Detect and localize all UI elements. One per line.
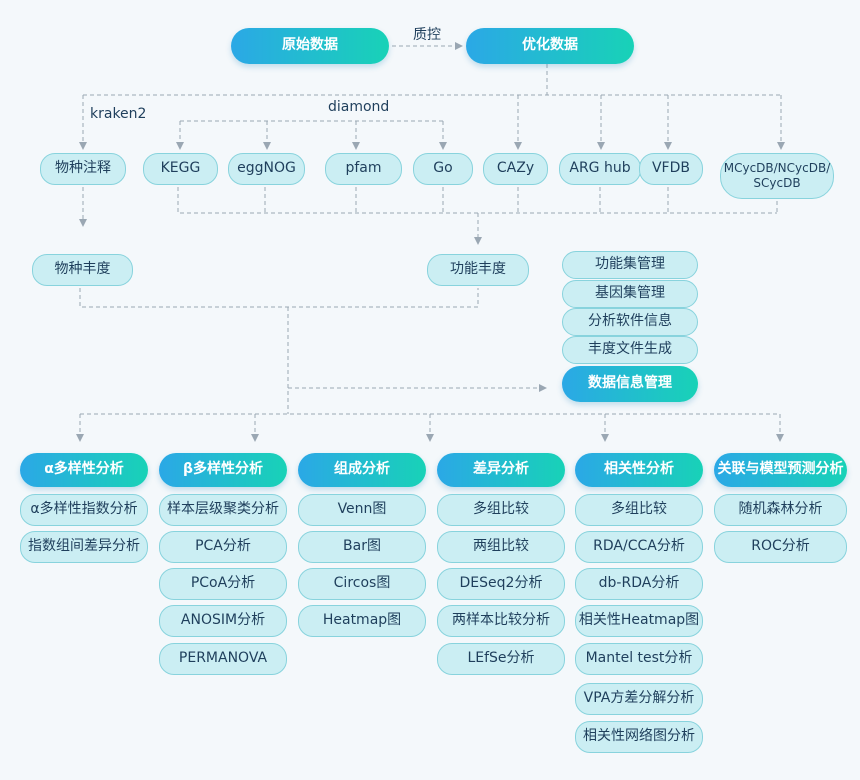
differential-item: DESeq2分析 <box>437 568 565 600</box>
beta-diversity-item: ANOSIM分析 <box>159 605 287 637</box>
mgmt-item-function-set: 功能集管理 <box>562 251 698 279</box>
association-model-item: 随机森林分析 <box>714 494 847 526</box>
cazy-node: CAZy <box>483 153 548 185</box>
kraken2-label: kraken2 <box>90 106 147 122</box>
differential-item: LEfSe分析 <box>437 643 565 675</box>
beta-diversity-item: PCoA分析 <box>159 568 287 600</box>
composition-item: Venn图 <box>298 494 426 526</box>
mgmt-item-gene-set: 基因集管理 <box>562 280 698 308</box>
correlation-item: db-RDA分析 <box>575 568 703 600</box>
correlation-item: VPA方差分解分析 <box>575 683 703 715</box>
differential-item: 两组比较 <box>437 531 565 563</box>
species-abundance-node: 物种丰度 <box>32 254 133 286</box>
diamond-label: diamond <box>328 99 390 115</box>
mgmt-item-abundance-file: 丰度文件生成 <box>562 336 698 364</box>
alpha-diversity-header: α多样性分析 <box>20 453 148 487</box>
composition-item: Circos图 <box>298 568 426 600</box>
species-annotation-node: 物种注释 <box>40 153 126 185</box>
correlation-item: RDA/CCA分析 <box>575 531 703 563</box>
correlation-item: Mantel test分析 <box>575 643 703 675</box>
alpha-diversity-item: α多样性指数分析 <box>20 494 148 526</box>
mcycdb-node: MCycDB/NCycDB/ SCycDB <box>720 153 834 199</box>
correlation-item: 相关性Heatmap图 <box>575 605 703 637</box>
mgmt-item-software-info: 分析软件信息 <box>562 308 698 336</box>
composition-item: Heatmap图 <box>298 605 426 637</box>
beta-diversity-item: PERMANOVA <box>159 643 287 675</box>
function-abundance-node: 功能丰度 <box>427 254 529 286</box>
eggnog-node: eggNOG <box>228 153 305 185</box>
correlation-item: 多组比较 <box>575 494 703 526</box>
differential-item: 多组比较 <box>437 494 565 526</box>
differential-header: 差异分析 <box>437 453 565 487</box>
raw-data-node: 原始数据 <box>231 28 389 64</box>
pfam-node: pfam <box>325 153 402 185</box>
association-model-header: 关联与模型预测分析 <box>714 453 847 487</box>
beta-diversity-item: PCA分析 <box>159 531 287 563</box>
arg-hub-node: ARG hub <box>559 153 641 185</box>
differential-item: 两样本比较分析 <box>437 605 565 637</box>
composition-item: Bar图 <box>298 531 426 563</box>
correlation-header: 相关性分析 <box>575 453 703 487</box>
alpha-diversity-item: 指数组间差异分析 <box>20 531 148 563</box>
association-model-item: ROC分析 <box>714 531 847 563</box>
kegg-node: KEGG <box>143 153 218 185</box>
composition-header: 组成分析 <box>298 453 426 487</box>
beta-diversity-item: 样本层级聚类分析 <box>159 494 287 526</box>
db-collector-line <box>177 187 777 214</box>
correlation-item: 相关性网络图分析 <box>575 721 703 753</box>
data-management-header: 数据信息管理 <box>562 366 698 402</box>
qc-label: 质控 <box>413 27 441 43</box>
go-node: Go <box>413 153 473 185</box>
optimized-data-node: 优化数据 <box>466 28 634 64</box>
vfdb-node: VFDB <box>639 153 703 185</box>
beta-diversity-header: β多样性分析 <box>159 453 287 487</box>
abundance-merge <box>79 288 479 308</box>
